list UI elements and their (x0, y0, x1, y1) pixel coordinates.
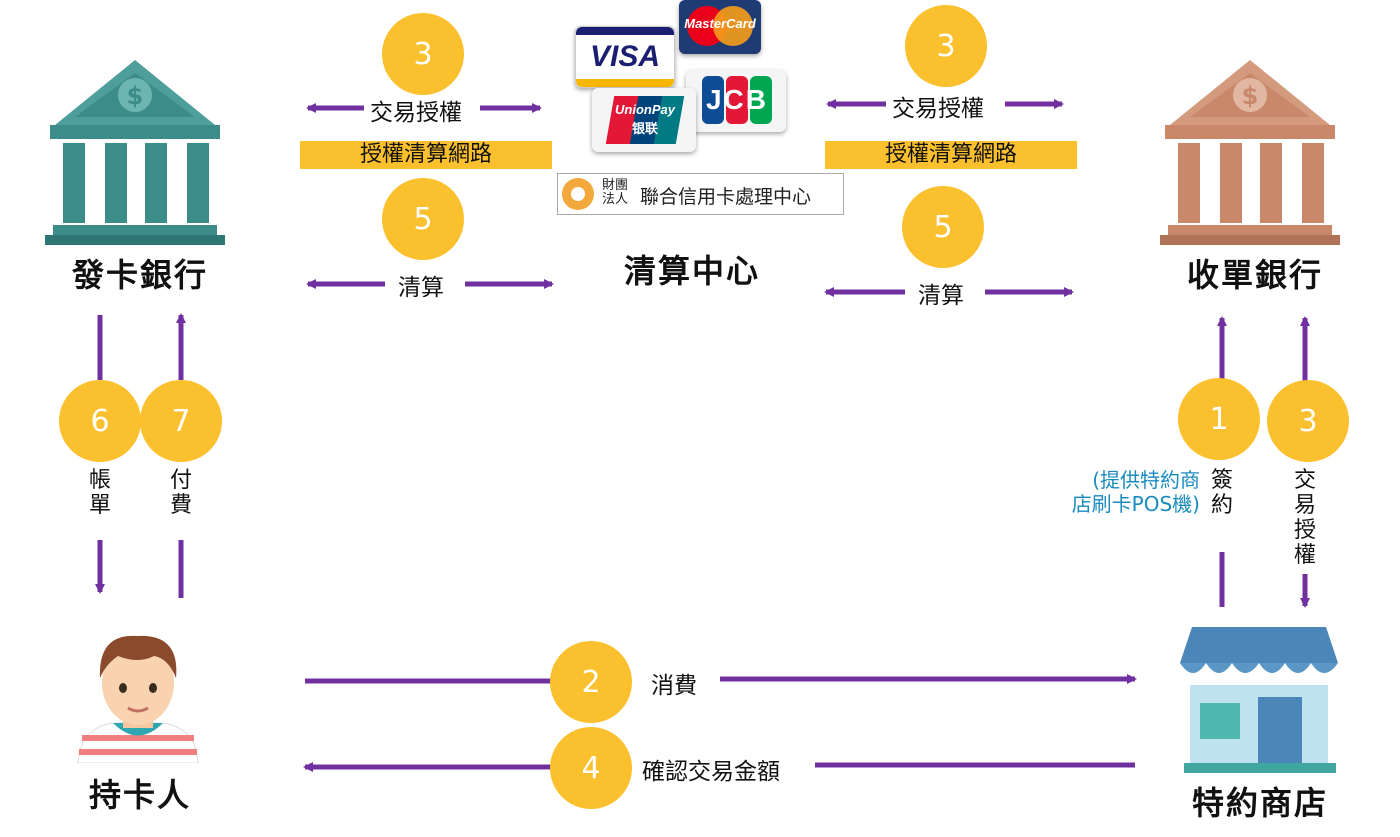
acquirer-bank-icon: $ (1160, 60, 1340, 245)
auth-vertical-label: 交易授權 (1293, 468, 1316, 568)
network-bar-left: 授權清算網路 (300, 141, 552, 169)
bill-label: 帳單 (88, 468, 111, 518)
cardholder-icon (77, 635, 199, 763)
issuer-bank-icon: $ (45, 60, 225, 245)
settle-label-right: 清算 (912, 276, 970, 310)
issuer-bank-title: 發卡銀行 (71, 256, 208, 294)
unionpay-logo: UnionPay 银联 (592, 88, 696, 152)
merchant-store-icon (1180, 627, 1338, 773)
pos-note: (提供特約商 店刷卡POS機) (1052, 468, 1200, 516)
merchant-title: 特約商店 (1191, 784, 1328, 822)
svg-text:$: $ (127, 82, 144, 110)
confirm-label: 確認交易金額 (636, 752, 786, 786)
step-7-circle: 7 (140, 380, 222, 462)
network-bar-right: 授權清算網路 (825, 141, 1077, 169)
visa-logo: VISA (575, 26, 675, 88)
step-3-vertical-circle: 3 (1267, 380, 1349, 462)
step-5-right-circle: 5 (902, 186, 984, 268)
pay-label: 付費 (169, 468, 192, 518)
pos-note-line1: (提供特約商 (1092, 468, 1200, 492)
clearing-center-title: 清算中心 (623, 252, 760, 290)
svg-text:$: $ (1242, 82, 1259, 110)
mastercard-logo: MasterCard (679, 0, 761, 54)
pos-note-line2: 店刷卡POS機) (1071, 492, 1200, 516)
auth-label-right: 交易授權 (886, 89, 990, 123)
jcb-logo: JCB (686, 70, 786, 132)
nccc-logo: 財團法人 聯合信用卡處理中心 (557, 173, 844, 215)
acquirer-bank-title: 收單銀行 (1186, 256, 1323, 294)
consume-label: 消費 (645, 666, 703, 700)
step-5-left-circle: 5 (382, 178, 464, 260)
step-6-circle: 6 (59, 380, 141, 462)
cardholder-title: 持卡人 (88, 776, 191, 814)
step-4-circle: 4 (550, 727, 632, 809)
settle-label-left: 清算 (392, 268, 450, 302)
step-1-circle: 1 (1178, 378, 1260, 460)
sign-label: 簽約 (1210, 468, 1233, 518)
auth-label-left: 交易授權 (364, 93, 468, 127)
step-3-left-circle: 3 (382, 13, 464, 95)
step-3-right-circle: 3 (905, 5, 987, 87)
step-2-circle: 2 (550, 641, 632, 723)
